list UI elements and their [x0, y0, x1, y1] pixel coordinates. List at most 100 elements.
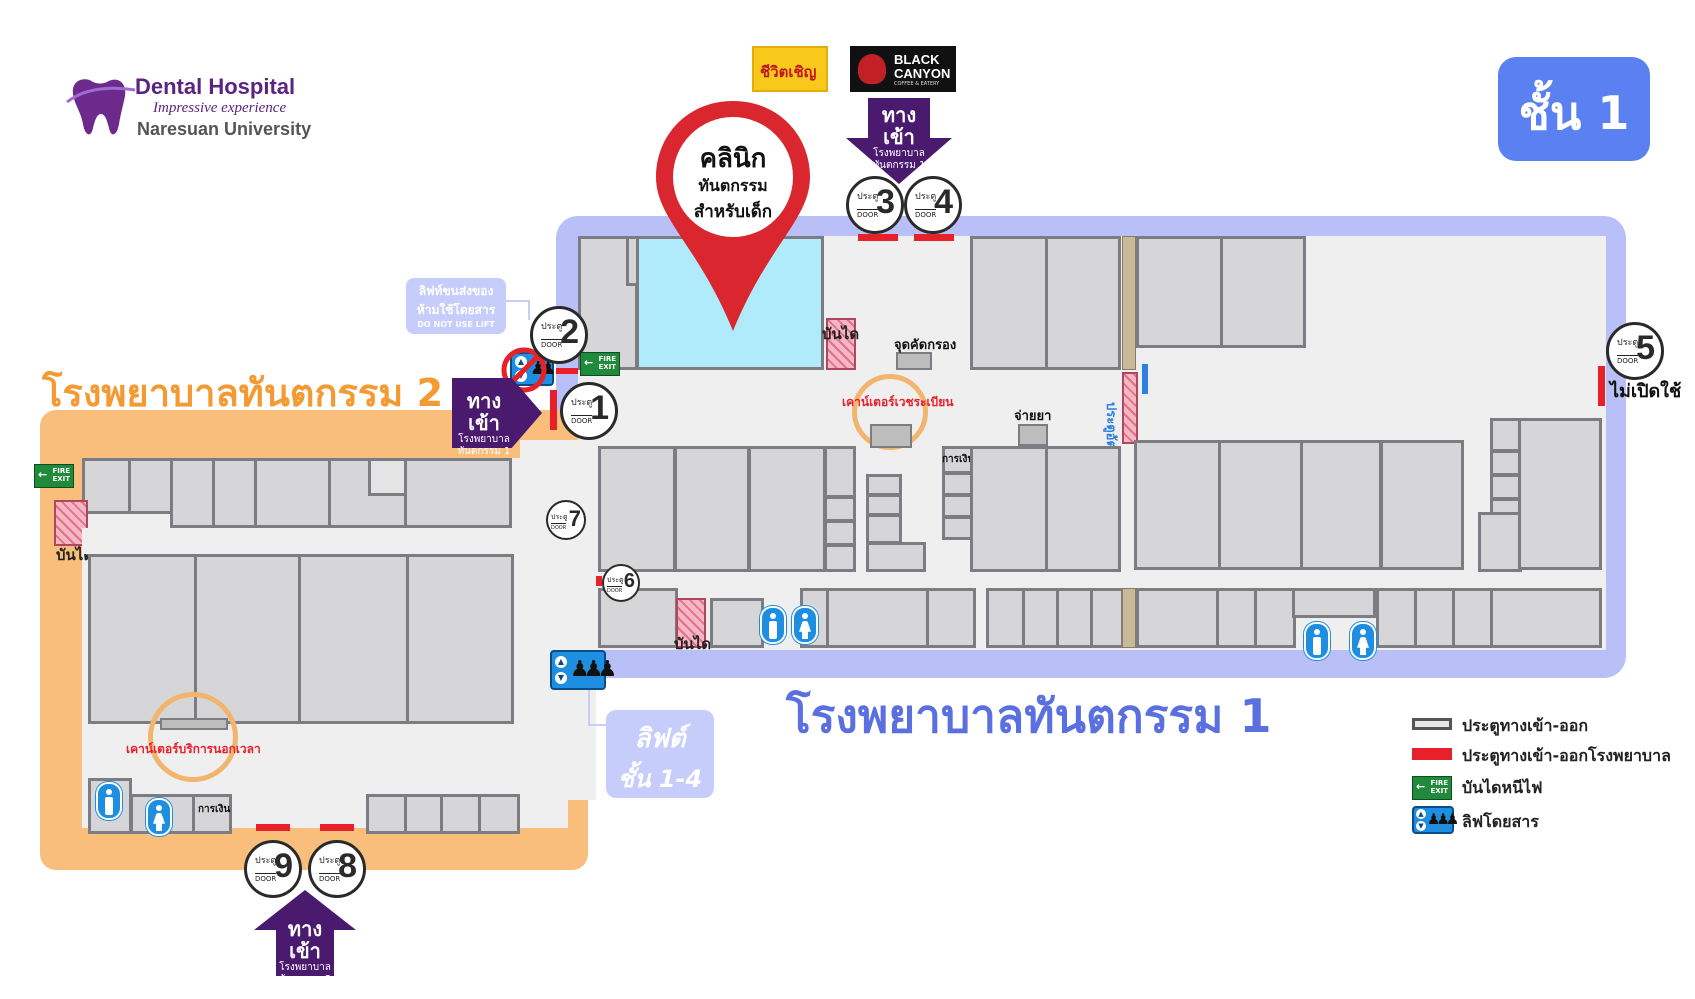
screening-desk	[896, 352, 932, 370]
stairs	[676, 598, 706, 648]
pharmacy-label: จ่ายยา	[1014, 409, 1052, 424]
stairs-label: บันได	[674, 635, 712, 653]
floor-badge: ชั้น 1	[1498, 57, 1650, 161]
hospital-door-2[interactable]	[556, 368, 578, 374]
room	[1090, 588, 1124, 648]
room	[1518, 418, 1602, 570]
room	[1414, 588, 1456, 648]
female-restroom-icon	[792, 606, 818, 644]
entrance-arrow-down	[846, 98, 952, 184]
room	[1220, 236, 1306, 348]
room	[1216, 588, 1258, 648]
room	[1254, 588, 1296, 648]
black-canyon-mark-icon	[858, 54, 886, 84]
fire-exit-icon: ←FIRE EXIT	[34, 464, 74, 488]
hospital-door-5[interactable]	[1598, 366, 1605, 406]
hospital-logo: Dental Hospital Impressive experience Na…	[65, 72, 355, 142]
room	[1045, 236, 1121, 370]
hospital-door-3[interactable]	[858, 234, 898, 241]
bubble-tea-logo: ชีวิตเชิญ	[752, 46, 828, 92]
room	[942, 446, 974, 474]
entrance-arrow-up	[254, 890, 356, 976]
room	[1056, 588, 1094, 648]
gray-door-icon	[1412, 718, 1452, 730]
pin-line1: คลินิก	[699, 144, 767, 174]
room	[1300, 440, 1382, 570]
cashier-label: การเงิน	[198, 804, 231, 815]
entrance-arrow-right	[452, 378, 542, 448]
female-restroom-icon	[146, 798, 172, 836]
legend-label: ประตูทางเข้า-ออก	[1462, 716, 1589, 735]
room	[866, 514, 902, 544]
corridor	[1250, 348, 1606, 366]
room	[1376, 588, 1418, 648]
room	[170, 458, 216, 528]
fire-exit-icon: ←FIRE EXIT	[580, 352, 620, 376]
room	[1134, 440, 1222, 570]
red-door-icon	[1412, 748, 1452, 760]
location-pin-icon	[656, 101, 810, 331]
hospital-door-9[interactable]	[256, 824, 290, 831]
hospital-door-8[interactable]	[320, 824, 354, 831]
corridor	[82, 528, 518, 554]
hospital-door-1[interactable]	[550, 390, 557, 430]
entrance-left-label: ทางเข้า โรงพยาบาล ทันตกรรม 1	[457, 389, 511, 457]
callout-line	[506, 300, 530, 302]
room	[440, 794, 482, 834]
after-hours-desk	[160, 718, 228, 730]
passenger-lift-icon: ▲ ▼ ♟♟♟	[1412, 806, 1459, 834]
room	[970, 446, 1048, 572]
lift-up-icon: ▲	[515, 356, 527, 368]
room	[212, 458, 258, 528]
room	[298, 554, 410, 724]
room	[748, 446, 826, 572]
callout-line	[588, 724, 608, 726]
room	[254, 458, 332, 528]
room	[1022, 588, 1060, 648]
stairs-label: บันได	[822, 325, 860, 343]
lift-down-icon: ▼	[1416, 821, 1426, 831]
map-legend: ประตูทางเข้า-ออก ประตูทางเข้า-ออกโรงพยาบ…	[1412, 712, 1682, 842]
corridor-pillar	[1122, 588, 1136, 648]
auto-door-marker	[1142, 364, 1148, 394]
people-icon: ♟♟♟	[1427, 810, 1459, 828]
legend-label: ลิฟโดยสาร	[1462, 812, 1539, 831]
stairs	[54, 500, 88, 546]
hospital-door-6[interactable]	[594, 576, 602, 586]
room	[1136, 588, 1220, 648]
callout-line	[588, 690, 590, 726]
lift-up-icon: ▲	[1416, 809, 1426, 819]
room	[866, 542, 926, 572]
room	[824, 544, 856, 572]
after-hours-highlight	[148, 692, 238, 782]
tooth-icon	[66, 79, 136, 135]
room	[866, 474, 902, 496]
hospital1-title: โรงพยาบาลทันตกรรม 1	[786, 689, 1272, 743]
room	[1218, 440, 1304, 570]
cashier-label: การเงิน	[942, 454, 975, 465]
room	[866, 494, 902, 516]
male-restroom-icon	[96, 782, 122, 820]
pin-line2: ทันตกรรม	[698, 176, 768, 195]
male-restroom-icon	[760, 606, 786, 644]
connector-corridor	[520, 440, 596, 800]
logo-name: Dental Hospital	[135, 74, 296, 99]
passenger-lift: ▲ ▼ ♟♟♟	[550, 650, 617, 690]
hospital-door-4[interactable]	[914, 234, 954, 241]
people-icon: ♟♟♟	[570, 657, 617, 682]
room	[926, 588, 976, 648]
lift-up-icon: ▲	[555, 656, 567, 668]
room	[824, 496, 856, 522]
lift-down-icon: ▼	[555, 672, 567, 684]
room	[824, 520, 856, 546]
room	[1292, 588, 1376, 618]
room	[404, 794, 444, 834]
room	[404, 458, 512, 528]
